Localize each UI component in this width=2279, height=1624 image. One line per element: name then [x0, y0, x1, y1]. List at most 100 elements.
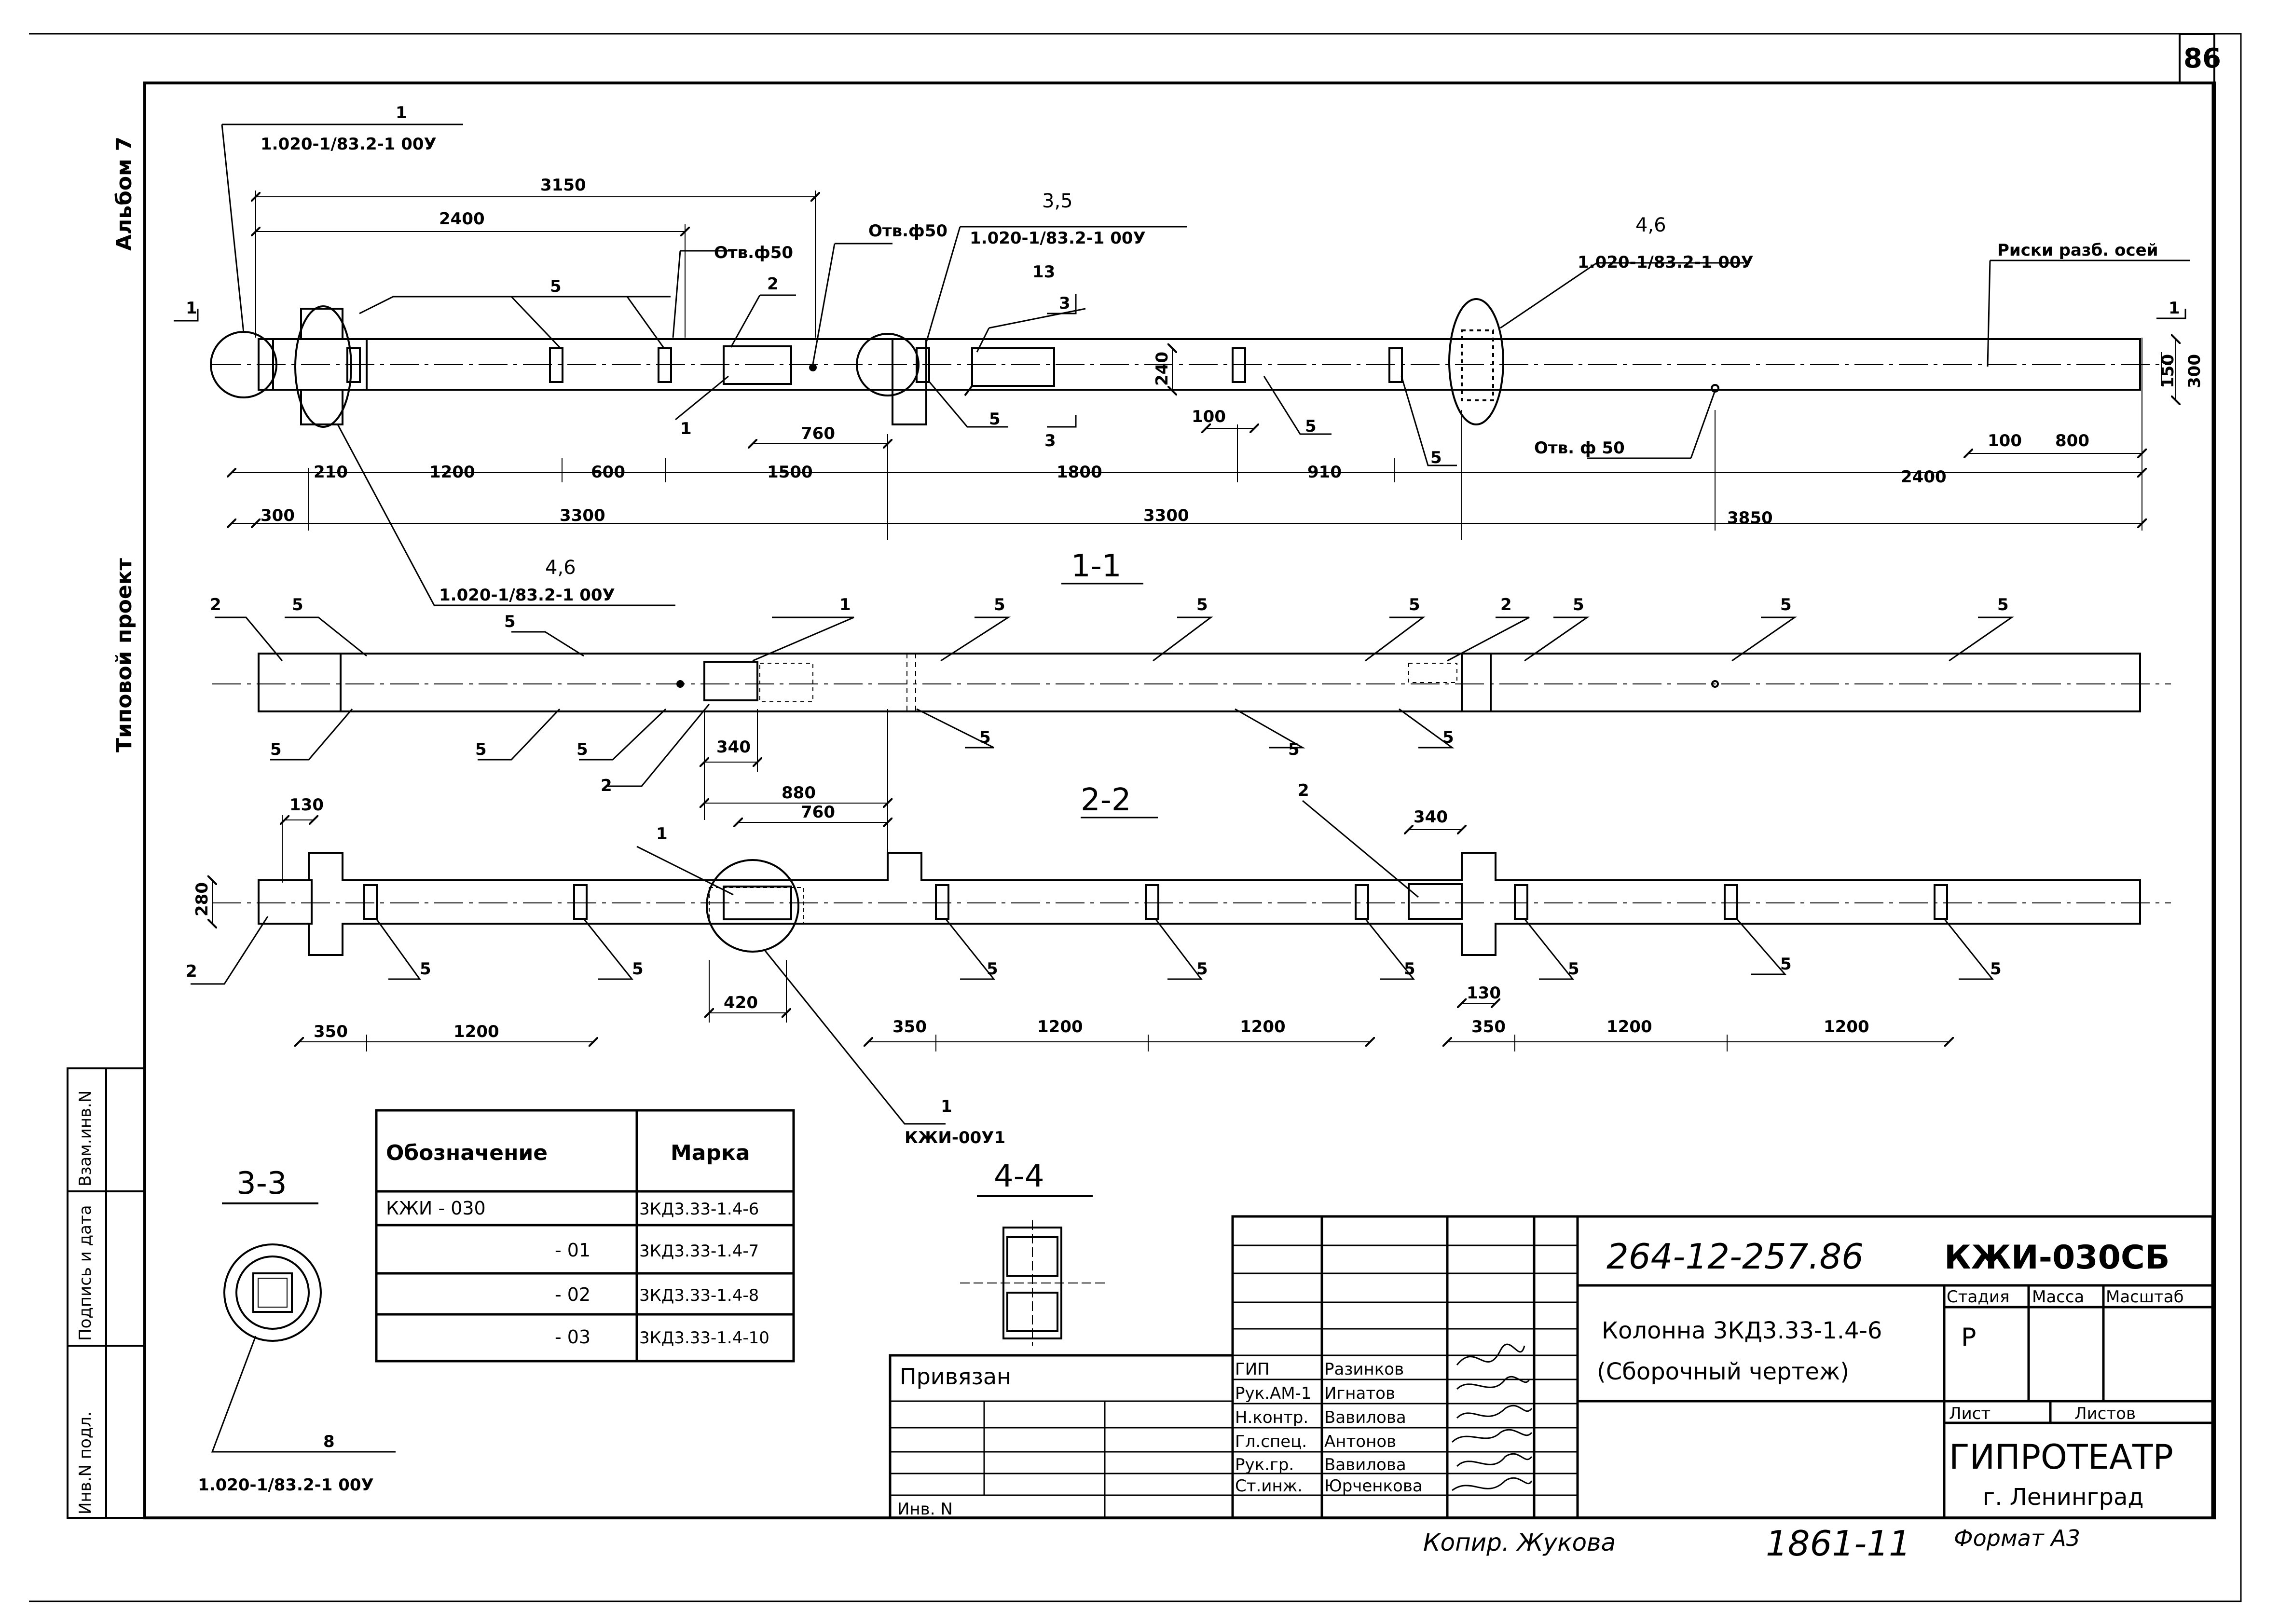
scale-label: Масштаб — [2106, 1287, 2184, 1307]
doc-code: КЖИ-030СБ — [1944, 1239, 2170, 1277]
spec-header-mark: Марка — [671, 1141, 750, 1165]
spec-row-0-mark: 3КД3.33-1.4-6 — [639, 1200, 759, 1219]
spec-row-3-mark: 3КД3.33-1.4-10 — [639, 1328, 769, 1348]
s22-mark-5a: 5 — [420, 959, 431, 979]
plan-leaders — [174, 123, 2190, 606]
spec-header-designation: Обозначение — [386, 1141, 548, 1165]
s11-mark-2c: 2 — [601, 776, 612, 795]
s22-mark-5g: 5 — [1780, 955, 1792, 974]
dim-760: 760 — [801, 424, 835, 443]
s22-mark-5c: 5 — [987, 959, 998, 979]
dim-1500: 1500 — [767, 463, 813, 482]
spec-row-2-mark: 3КД3.33-1.4-8 — [639, 1286, 759, 1305]
s11-mark-5g: 5 — [1780, 595, 1792, 614]
s22-dim-1200c: 1200 — [1240, 1017, 1286, 1037]
s11-mark-5l: 5 — [979, 728, 991, 747]
section-2-2-title: 2-2 — [1081, 782, 1131, 818]
margin-inv-podl: Инв.N подл. — [76, 1411, 95, 1515]
inv-n: Инв. N — [897, 1500, 953, 1519]
s11-mark-5n: 5 — [1442, 728, 1454, 747]
dim-100a: 100 — [1192, 407, 1226, 426]
section-2-2 — [191, 800, 2171, 1125]
s22-dim-340: 340 — [1414, 807, 1448, 827]
footer-format: Формат А3 — [1954, 1525, 2080, 1551]
spec-row-1-mark: 3КД3.33-1.4-7 — [639, 1242, 759, 1261]
album-label: Альбом 7 — [112, 136, 137, 251]
name-1: Игнатов — [1324, 1384, 1395, 1403]
dim-150: 150 — [2158, 354, 2178, 388]
callout-1: 1 — [396, 103, 407, 123]
ref-35: 1.020-1/83.2-1 00У — [970, 229, 1146, 248]
s11-mark-5b: 5 — [504, 612, 516, 631]
mark-2: 2 — [767, 274, 779, 294]
dim-2400: 2400 — [439, 209, 485, 229]
s33-ref: 1.020-1/83.2-1 00У — [198, 1475, 374, 1495]
dim-300: 300 — [261, 506, 295, 525]
side-labels: Альбом 7 Типовой проект Инв.N подл. Подп… — [67, 136, 146, 1519]
name-2: Вавилова — [1324, 1408, 1406, 1427]
s22-dim-350a: 350 — [314, 1022, 348, 1041]
s33-callout: 8 — [323, 1432, 335, 1451]
s22-dim-1200e: 1200 — [1824, 1017, 1869, 1037]
title-block — [889, 1215, 2214, 1519]
ref-46-bottom: 1.020-1/83.2-1 00У — [439, 586, 615, 605]
privyazan: Привязан — [900, 1364, 1011, 1390]
spec-row-0-des: КЖИ - 030 — [386, 1198, 486, 1219]
s22-mark-2a: 2 — [1298, 781, 1309, 800]
dim-300v: 300 — [2185, 354, 2204, 388]
plan-labels: 1 1.020-1/83.2-1 00У 3,5 1.020-1/83.2-1 … — [186, 103, 2204, 605]
dim-1200: 1200 — [429, 463, 475, 482]
callout-46-top: 4,6 — [1635, 214, 1666, 236]
s22-dim-760: 760 — [801, 803, 835, 822]
spec-table — [375, 1109, 795, 1363]
otv-2: Отв.ф50 — [868, 221, 947, 241]
spec-row-2-des: - 02 — [555, 1284, 590, 1305]
cut-1-left: 1 — [186, 299, 197, 318]
section-4-4 — [960, 1195, 1105, 1346]
stage-label: Стадия — [1947, 1287, 2009, 1307]
s11-mark-5d: 5 — [1196, 595, 1208, 614]
s22-dim-1200b: 1200 — [1037, 1017, 1083, 1037]
dim-2400b: 2400 — [1901, 467, 1947, 487]
org-city: г. Ленинград — [1983, 1484, 2144, 1511]
name-5: Юрченкова — [1324, 1476, 1423, 1496]
section-1-1-labels: 1-1 340 880 2 2 2 1 5 5 5 5 5 5 5 5 5 5 … — [210, 548, 2009, 803]
s11-mark-5a: 5 — [292, 595, 303, 614]
s11-mark-5h: 5 — [1997, 595, 2009, 614]
dim-600: 600 — [591, 463, 625, 482]
mass-label: Масса — [2032, 1287, 2084, 1307]
margin-podpis: Подпись и дата — [76, 1205, 95, 1341]
section-1-1-title: 1-1 — [1071, 548, 1122, 584]
role-1: Рук.АМ-1 — [1235, 1384, 1311, 1403]
ref-46-top: 1.020-1/83.2-1 00У — [1578, 253, 1754, 272]
s22-dim-350c: 350 — [1471, 1017, 1506, 1037]
s22-mark-5h: 5 — [1990, 959, 2002, 979]
callout-35: 3,5 — [1042, 190, 1073, 212]
s22-dim-1200a: 1200 — [453, 1022, 499, 1041]
dim-1800: 1800 — [1057, 463, 1102, 482]
role-5: Ст.инж. — [1235, 1476, 1303, 1496]
doc-number: 264-12-257.86 — [1606, 1236, 1864, 1277]
mark-5b: 5 — [989, 409, 1001, 429]
s11-mark-2b: 2 — [1500, 595, 1512, 614]
dim-3150: 3150 — [540, 176, 586, 195]
s22-dim-420: 420 — [724, 993, 758, 1012]
s11-dim-340: 340 — [716, 737, 751, 757]
s22-dim-1200d: 1200 — [1606, 1017, 1652, 1037]
callout-46-bottom: 4,6 — [545, 557, 576, 579]
project-label: Типовой проект — [112, 558, 137, 752]
margin-boxes — [67, 1067, 146, 1519]
section-4-4-title: 4-4 — [994, 1159, 1044, 1194]
dim-910: 910 — [1307, 463, 1342, 482]
mark-13: 13 — [1032, 262, 1055, 282]
mark-5c: 5 — [1305, 417, 1317, 436]
stage-value: Р — [1961, 1323, 1976, 1352]
cut-3-bottom: 3 — [1044, 431, 1056, 450]
s22-callout-1: 1 — [941, 1097, 952, 1116]
doc-name-2: (Сборочный чертеж) — [1597, 1358, 1849, 1385]
otv-1: Отв.ф50 — [714, 243, 793, 262]
sheets-label: Листов — [2074, 1404, 2136, 1423]
dim-240: 240 — [1153, 352, 1172, 386]
s11-mark-5i: 5 — [270, 740, 282, 759]
